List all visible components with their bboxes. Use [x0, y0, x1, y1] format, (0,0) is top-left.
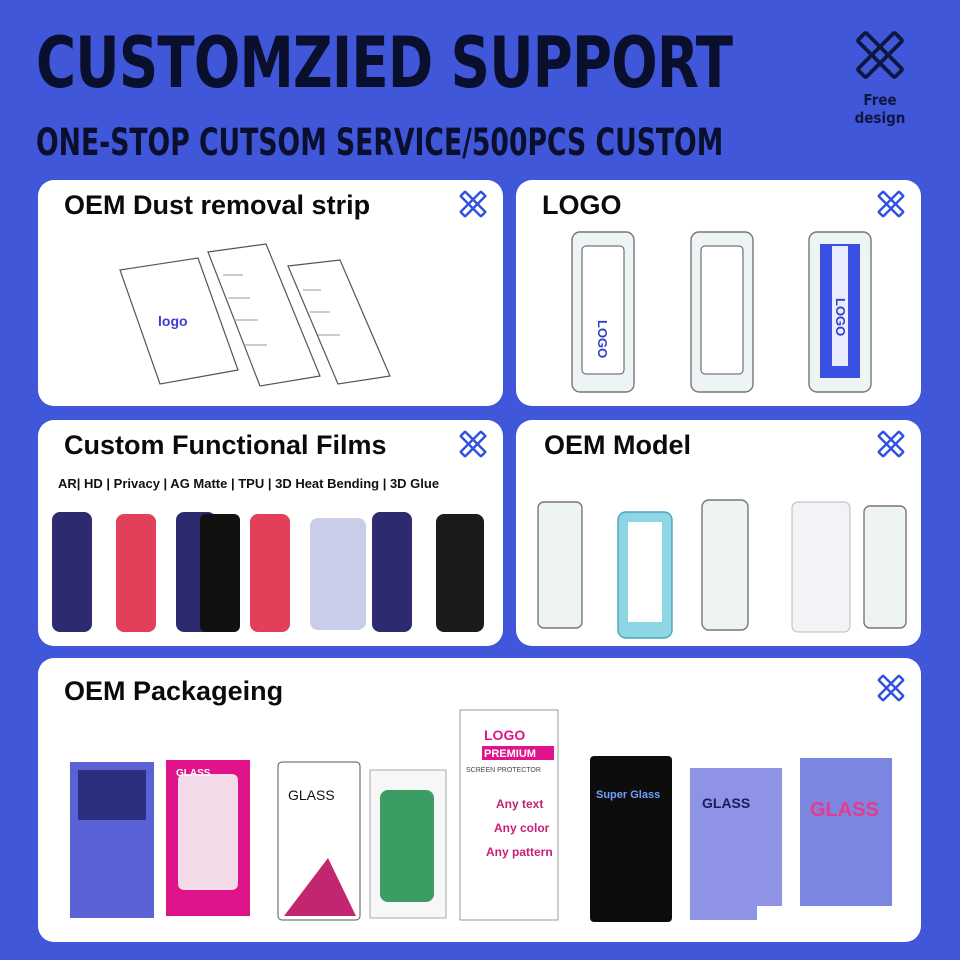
- design-tools-icon: [877, 190, 905, 218]
- card-logo: LOGO LOGO LOGO: [516, 180, 921, 406]
- box-glass-text: GLASS: [176, 768, 211, 779]
- card-title: Custom Functional Films: [64, 430, 387, 460]
- corner-blank-patch: [757, 906, 907, 932]
- free-design-badge: Free design: [832, 26, 928, 127]
- card-oem-model: OEM Model: [516, 420, 921, 646]
- card-title: OEM Model: [544, 430, 691, 460]
- packaging-illustration: GLASS GLASS LOGO PREMIUM SCREEN PROTECTO…: [70, 709, 892, 922]
- box-any-text: Any text: [496, 797, 543, 811]
- card-title: OEM Packageing: [64, 676, 284, 706]
- design-tools-icon: [877, 430, 905, 458]
- page-title: CUSTOMZIED SUPPORT: [36, 22, 733, 104]
- box-screen-text: SCREEN PROTECTOR: [466, 767, 541, 774]
- logo-text: LOGO: [595, 320, 610, 358]
- box-logo-text: LOGO: [484, 727, 525, 743]
- dust-logo-text: logo: [158, 313, 188, 329]
- card-functional-films: Custom Functional Films AR| HD | Privacy…: [38, 420, 503, 646]
- design-tools-icon: [459, 190, 487, 218]
- box-super-glass-text: Super Glass: [596, 789, 660, 801]
- box-glass-text: GLASS: [288, 787, 335, 803]
- box-glass-text: GLASS: [810, 799, 879, 821]
- card-title: LOGO: [542, 190, 622, 220]
- logo-frames-illustration: LOGO LOGO: [571, 231, 872, 393]
- box-any-pattern: Any pattern: [486, 845, 553, 859]
- dust-strip-illustration: logo: [119, 243, 391, 387]
- card-dust-removal: OEM Dust removal strip logo: [38, 180, 503, 406]
- design-tools-icon: [459, 430, 487, 458]
- design-tools-icon: [877, 674, 905, 702]
- box-any-color: Any color: [494, 821, 550, 835]
- card-title: OEM Dust removal strip: [64, 190, 371, 220]
- box-glass-text: GLASS: [702, 795, 750, 811]
- free-design-label: Free design: [854, 91, 906, 127]
- page-subtitle: ONE-STOP CUTSOM SERVICE/500PCS CUSTOM: [36, 121, 724, 164]
- card-packaging: OEM Packageing GLASS GLASS LOGO PREMIUM …: [38, 658, 921, 942]
- logo-text-blue: LOGO: [833, 298, 848, 336]
- design-tools-icon: [856, 31, 904, 79]
- model-frames-illustration: [537, 499, 907, 639]
- films-types: AR| HD | Privacy | AG Matte | TPU | 3D H…: [58, 476, 440, 491]
- phones-illustration: [52, 512, 484, 632]
- box-premium-text: PREMIUM: [484, 748, 536, 760]
